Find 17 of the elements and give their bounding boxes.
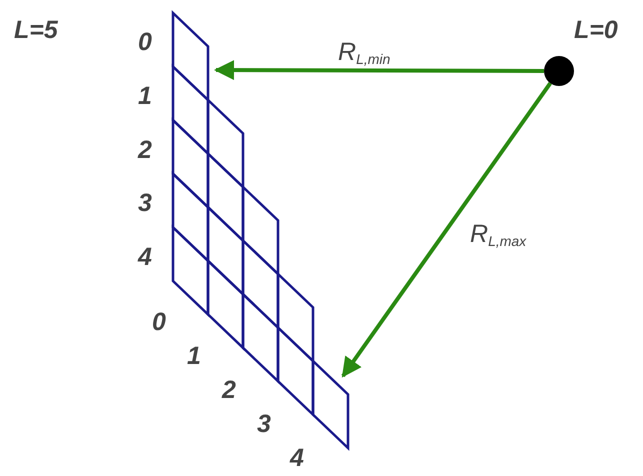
row-number: 2 xyxy=(138,138,152,163)
arrow xyxy=(214,60,544,80)
arrow xyxy=(341,82,552,378)
row-number: 1 xyxy=(138,84,152,109)
column-number: 4 xyxy=(290,446,304,471)
column-number: 3 xyxy=(257,412,271,437)
dot xyxy=(544,56,574,86)
row-number: 4 xyxy=(138,245,152,270)
row-number: 3 xyxy=(138,191,152,216)
edge-label: R$_{L,max}$ xyxy=(470,222,526,248)
column-number: 1 xyxy=(187,344,201,369)
level-label: L=0 xyxy=(574,18,618,43)
level-label: L=5 xyxy=(14,18,58,43)
row-number: 0 xyxy=(138,30,152,55)
column-number: 2 xyxy=(222,378,236,403)
column-number: 0 xyxy=(152,310,166,335)
edge-label: R$_{L,min}$ xyxy=(338,40,390,66)
